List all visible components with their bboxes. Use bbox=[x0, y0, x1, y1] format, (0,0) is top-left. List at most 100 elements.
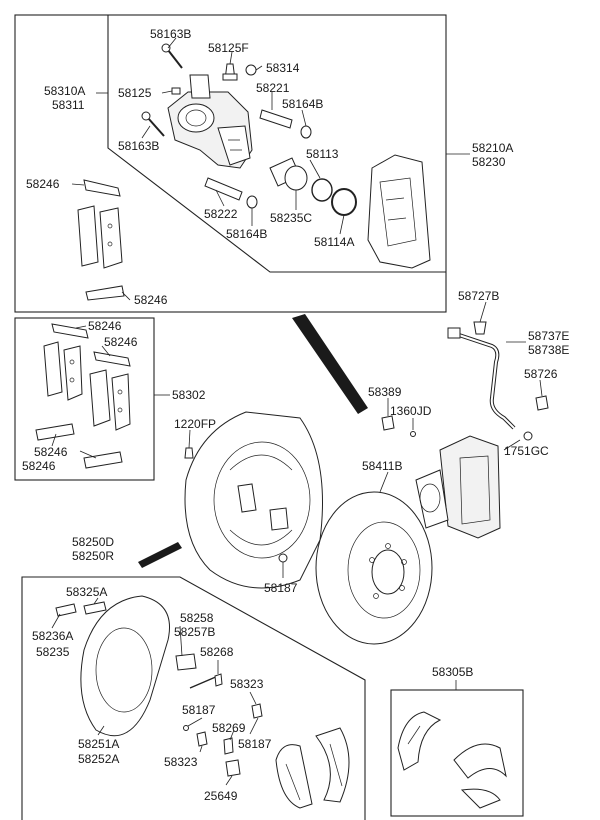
kit-clip-c bbox=[35, 423, 75, 441]
caliper-carrier bbox=[367, 154, 431, 269]
label-58738E: 58738E bbox=[528, 343, 569, 357]
label-58323-upper: 58323 bbox=[230, 677, 264, 691]
adjuster-25649 bbox=[225, 759, 241, 777]
label-58164B-lower: 58164B bbox=[226, 227, 267, 241]
label-58257B: 58257B bbox=[174, 625, 215, 639]
label-58310A: 58310A bbox=[44, 84, 85, 98]
label-58210A: 58210A bbox=[472, 141, 513, 155]
label-58246-kit-c: 58246 bbox=[34, 445, 68, 459]
label-1220FP: 1220FP bbox=[174, 417, 216, 431]
parking-shoe-right bbox=[315, 727, 350, 803]
leader-lines bbox=[51, 37, 543, 786]
label-58250D: 58250D bbox=[72, 535, 114, 549]
label-58726: 58726 bbox=[524, 367, 558, 381]
label-58323-lower: 58323 bbox=[164, 755, 198, 769]
bolt-1220FP bbox=[184, 447, 194, 459]
dust-boot bbox=[331, 188, 357, 216]
pin-58323-upper bbox=[251, 703, 263, 719]
label-58230: 58230 bbox=[472, 155, 506, 169]
label-58258: 58258 bbox=[180, 611, 214, 625]
label-58251A: 58251A bbox=[78, 737, 119, 751]
kit-clip-a bbox=[51, 323, 89, 339]
anti-rattle-clip-lower bbox=[85, 285, 125, 301]
parking-backing-plate bbox=[80, 595, 170, 737]
brake-rotor bbox=[315, 491, 433, 645]
piston bbox=[269, 157, 308, 191]
bleeder-cap bbox=[245, 64, 257, 76]
label-58311: 58311 bbox=[52, 98, 85, 112]
small-clip bbox=[171, 87, 181, 95]
clip-1360JD bbox=[410, 431, 416, 437]
label-25649: 25649 bbox=[204, 789, 238, 803]
parking-lever-assy bbox=[175, 653, 219, 689]
label-58302: 58302 bbox=[172, 388, 206, 402]
label-58314: 58314 bbox=[266, 61, 300, 75]
label-58305B: 58305B bbox=[432, 665, 473, 679]
pad-kit-box bbox=[14, 317, 155, 481]
label-58163B-lower: 58163B bbox=[118, 139, 159, 153]
label-58252A: 58252A bbox=[78, 752, 119, 766]
hose-washer bbox=[523, 431, 533, 441]
brake-hose bbox=[447, 321, 516, 430]
caliper-subgroup-outline bbox=[107, 15, 446, 273]
rear-caliper bbox=[415, 435, 501, 539]
upper-bolt bbox=[161, 43, 183, 69]
label-1751GC: 1751GC bbox=[504, 444, 549, 458]
label-58163B-upper: 58163B bbox=[150, 27, 191, 41]
pin-58323-lower bbox=[196, 731, 208, 747]
kit-clip-d bbox=[83, 451, 123, 469]
label-58727B: 58727B bbox=[458, 289, 499, 303]
front-caliper-box bbox=[14, 14, 447, 313]
bleeder-screw bbox=[222, 63, 238, 81]
label-58246-kit-d: 58246 bbox=[22, 459, 56, 473]
label-1360JD: 1360JD bbox=[390, 404, 432, 418]
label-58246-kit-a: 58246 bbox=[88, 319, 122, 333]
assembly-arrow bbox=[292, 314, 368, 414]
parking-shoe-left bbox=[275, 744, 313, 809]
label-58389: 58389 bbox=[368, 385, 402, 399]
label-58246-kit-b: 58246 bbox=[104, 335, 138, 349]
label-58325A: 58325A bbox=[66, 585, 107, 599]
label-58235C: 58235C bbox=[270, 211, 312, 225]
label-58164B-upper: 58164B bbox=[282, 97, 323, 111]
label-58246-front-upper: 58246 bbox=[26, 177, 60, 191]
cup-58187 bbox=[183, 725, 189, 731]
label-58222: 58222 bbox=[204, 207, 238, 221]
piston-seal bbox=[311, 178, 333, 202]
shoe-kit-shoes bbox=[397, 711, 507, 809]
detail-arrow bbox=[138, 542, 182, 568]
label-58125: 58125 bbox=[118, 86, 152, 100]
guide-pin-lower bbox=[204, 177, 258, 209]
label-58114A: 58114A bbox=[314, 235, 354, 249]
pad-kit-pads bbox=[43, 341, 131, 431]
clip-58187-upper bbox=[278, 553, 288, 563]
label-58125F: 58125F bbox=[208, 41, 249, 55]
label-58250R: 58250R bbox=[72, 549, 114, 563]
label-58235: 58235 bbox=[36, 645, 70, 659]
spring-58269 bbox=[223, 737, 234, 755]
label-58221: 58221 bbox=[256, 81, 290, 95]
label-58268: 58268 bbox=[200, 645, 234, 659]
rear-bolt-58389 bbox=[381, 415, 395, 431]
label-58246-front-lower: 58246 bbox=[134, 293, 168, 307]
label-58236A: 58236A bbox=[32, 629, 73, 643]
adjuster-lever bbox=[55, 603, 77, 617]
label-58411B: 58411B bbox=[362, 459, 402, 473]
kit-clip-b bbox=[93, 351, 131, 367]
label-58187-detail-a: 58187 bbox=[182, 703, 216, 717]
label-58187-detail-b: 58187 bbox=[238, 737, 272, 751]
shoe-kit-box bbox=[390, 689, 524, 817]
spring-58268 bbox=[214, 673, 223, 687]
adjuster-strut bbox=[83, 601, 107, 615]
label-58269: 58269 bbox=[212, 721, 246, 735]
backing-plate bbox=[184, 411, 323, 589]
lower-bolt bbox=[141, 111, 165, 137]
label-58187-rear: 58187 bbox=[264, 581, 298, 595]
label-58113: 58113 bbox=[306, 147, 339, 161]
hose-bolt bbox=[535, 395, 549, 411]
anti-rattle-clip-upper bbox=[83, 179, 121, 197]
front-pad-pair bbox=[77, 205, 123, 269]
label-58737E: 58737E bbox=[528, 329, 569, 343]
